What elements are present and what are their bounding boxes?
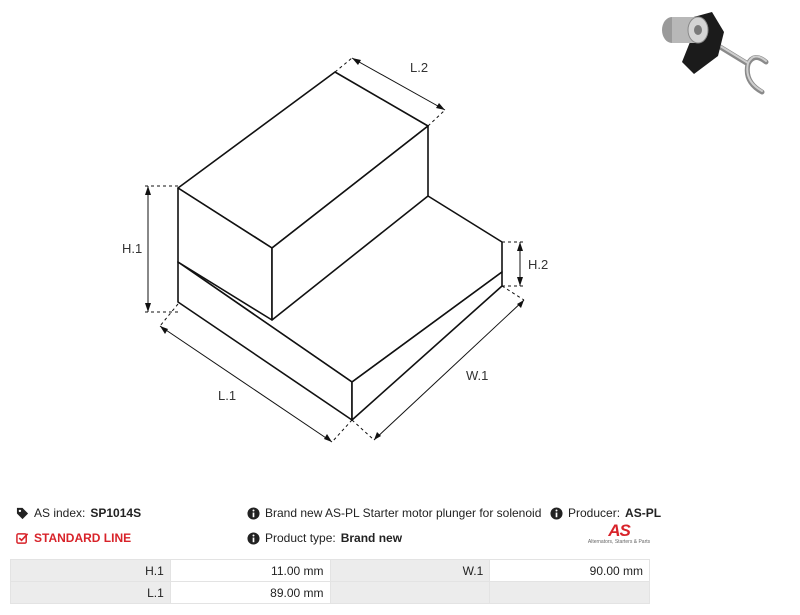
as-index: AS index: SP1014S bbox=[16, 506, 141, 520]
brand-logo: AS Alternators, Starters & Parts bbox=[586, 521, 652, 545]
checkbox-icon bbox=[16, 532, 29, 544]
standard-line-label: STANDARD LINE bbox=[34, 531, 132, 545]
producer-value: AS-PL bbox=[625, 506, 662, 520]
label-l2: L.2 bbox=[410, 60, 428, 75]
description-text: Brand new AS-PL Starter motor plunger fo… bbox=[265, 506, 542, 520]
as-index-label: AS index: bbox=[34, 506, 86, 520]
info-icon bbox=[247, 506, 260, 520]
empty-cell bbox=[329, 581, 491, 604]
dim-value: 89.00 mm bbox=[169, 581, 331, 604]
product-type-label: Product type: bbox=[265, 531, 336, 545]
dim-value: 90.00 mm bbox=[489, 559, 650, 582]
product-type: Product type: Brand new bbox=[247, 531, 402, 545]
producer-label: Producer: bbox=[568, 506, 621, 520]
dim-label: W.1 bbox=[329, 559, 491, 582]
as-index-value: SP1014S bbox=[90, 506, 142, 520]
dim-label: L.1 bbox=[10, 581, 171, 604]
info-icon bbox=[247, 531, 260, 545]
label-h1: H.1 bbox=[122, 241, 142, 256]
dimension-line-w1 bbox=[373, 299, 525, 441]
product-dimension-drawing: L.2 H.1 H.2 L.1 W.1 bbox=[122, 57, 548, 443]
dim-label: H.1 bbox=[10, 559, 171, 582]
label-w1: W.1 bbox=[466, 368, 488, 383]
product-description: Brand new AS-PL Starter motor plunger fo… bbox=[247, 506, 541, 520]
standard-line: STANDARD LINE bbox=[16, 531, 131, 545]
logo-mark: AS bbox=[608, 521, 631, 540]
product-type-value: Brand new bbox=[340, 531, 403, 545]
dimensions-table: H.1 11.00 mm W.1 90.00 mm L.1 89.00 mm bbox=[10, 559, 650, 604]
empty-cell bbox=[489, 581, 650, 604]
dimension-line-l2 bbox=[351, 57, 446, 111]
table-row: L.1 89.00 mm bbox=[10, 581, 650, 604]
label-h2: H.2 bbox=[528, 257, 548, 272]
product-thumbnail[interactable] bbox=[650, 2, 796, 106]
tag-icon bbox=[16, 507, 29, 519]
label-l1: L.1 bbox=[218, 388, 236, 403]
upper-block-side bbox=[271, 125, 429, 321]
producer: Producer: AS-PL bbox=[550, 506, 661, 520]
logo-tagline: Alternators, Starters & Parts bbox=[587, 539, 651, 545]
dimension-line-l1 bbox=[159, 325, 333, 443]
table-row: H.1 11.00 mm W.1 90.00 mm bbox=[10, 559, 650, 582]
info-icon bbox=[550, 506, 563, 520]
dim-value: 11.00 mm bbox=[169, 559, 331, 582]
